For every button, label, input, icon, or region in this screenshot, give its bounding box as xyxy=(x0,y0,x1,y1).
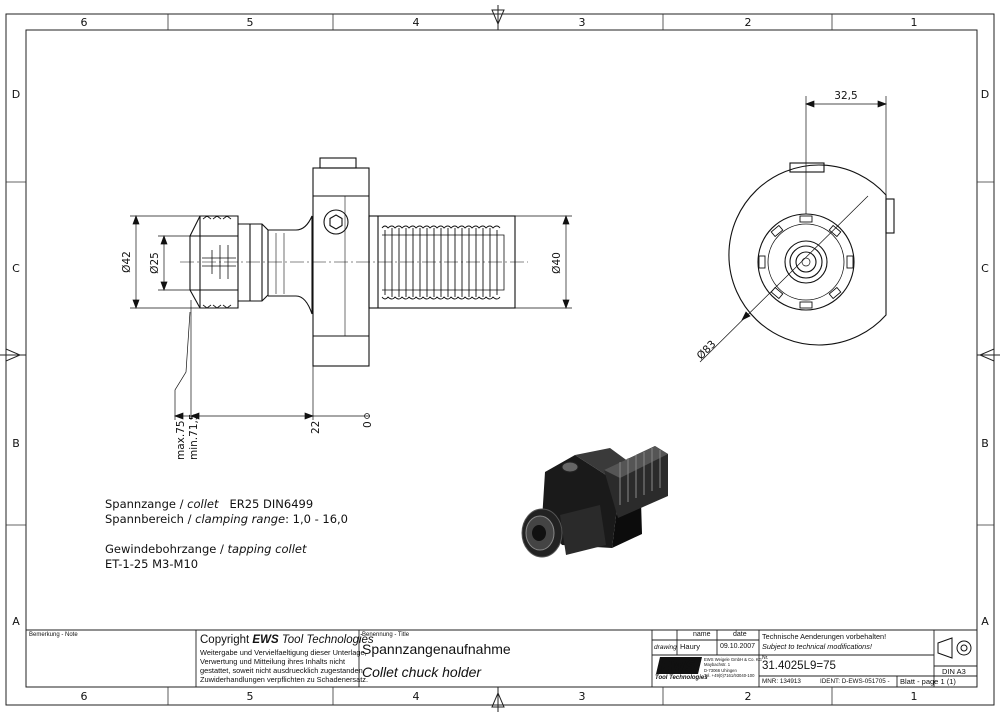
collet-ring xyxy=(784,240,828,284)
flange-circle xyxy=(728,164,887,346)
note-tapping-collet: Gewindebohrzange / tapping collet xyxy=(105,542,307,556)
copyright-text: Weitergabe und Vervielfaeltigung dieser … xyxy=(200,648,369,684)
dim-d42: Ø42 xyxy=(121,251,133,273)
projection-symbol xyxy=(937,637,972,659)
title-english: Collet chuck holder xyxy=(362,664,482,680)
note-tapping-size: ET-1-25 M3-M10 xyxy=(105,557,199,571)
dim-d25: Ø25 xyxy=(149,252,161,274)
zone-top-1: 1 xyxy=(911,16,918,29)
notes-block: Spannzange / collet ER25 DIN6499 Spannbe… xyxy=(105,497,348,572)
iso-view xyxy=(521,446,668,558)
flange-key xyxy=(319,157,357,169)
dim-d40: Ø40 xyxy=(551,252,563,274)
ews-logo: EWS xyxy=(656,657,702,675)
title-label: Benennung - Title xyxy=(362,632,410,638)
zone-right-d: D xyxy=(981,88,989,101)
zone-right-c: C xyxy=(981,262,989,275)
dim-32-5: 32,5 xyxy=(834,90,857,102)
zone-left-b: B xyxy=(12,437,20,450)
inner-frame xyxy=(25,29,978,688)
dim-d83: Ø83 xyxy=(695,338,719,362)
nr-label: Nr. xyxy=(762,655,769,661)
zone-bottom-6: 6 xyxy=(81,690,88,703)
zone-top-2: 2 xyxy=(745,16,752,29)
zone-bottom-4: 4 xyxy=(413,690,420,703)
dim-22: 22 xyxy=(310,421,322,434)
front-dimensions xyxy=(699,96,887,363)
dim-zero: 0 xyxy=(362,421,374,428)
title-german: Spannzangenaufnahme xyxy=(362,641,511,657)
paper-format: DIN A3 xyxy=(942,667,966,676)
svg-text:EWS: EWS xyxy=(660,659,695,675)
side-dimensions xyxy=(130,215,572,420)
collet-body xyxy=(238,223,269,302)
zone-right-a: A xyxy=(981,615,989,628)
zone-bottom-3: 3 xyxy=(579,690,586,703)
zone-bottom-5: 5 xyxy=(247,690,254,703)
zone-ticks xyxy=(6,14,994,705)
ident: IDENT: D-EWS-051705 - xyxy=(820,678,890,685)
sheet-number: Blatt - page 1 (1) xyxy=(900,677,956,686)
zone-right-b: B xyxy=(981,437,989,450)
zone-top-3: 3 xyxy=(579,16,586,29)
socket-screw xyxy=(323,209,349,235)
dim-min715: min.71,5 xyxy=(188,413,200,460)
note-clamping-range: Spannbereich / clamping range: 1,0 - 16,… xyxy=(105,512,348,526)
front-key-right xyxy=(885,198,895,234)
notice-german: Technische Aenderungen vorbehalten! xyxy=(762,632,887,641)
zone-left-d: D xyxy=(12,88,20,101)
zone-bottom-1: 1 xyxy=(911,690,918,703)
zone-bottom-2: 2 xyxy=(745,690,752,703)
outer-frame xyxy=(5,13,995,706)
part-number: 31.4025L9=75 xyxy=(762,660,836,672)
company-address: EWS Weigele GmbH & Co. KG Maybachstr. 1 … xyxy=(704,657,762,679)
title-block-grid xyxy=(26,629,977,687)
nut-outer xyxy=(757,213,855,311)
side-dimension-labels: Ø42 Ø25 Ø40 max.75 min.71,5 22 0 xyxy=(121,251,563,460)
row-drawing: drawing xyxy=(654,644,677,651)
zone-top-4: 4 xyxy=(413,16,420,29)
col-name: name xyxy=(693,631,711,638)
logo-subtitle: Tool Technologies xyxy=(655,675,708,681)
drawing-name: Haury xyxy=(680,642,701,651)
zone-top-6: 6 xyxy=(81,16,88,29)
serration xyxy=(381,225,501,300)
front-key-top xyxy=(789,162,825,173)
copyright-heading: Copyright EWS Tool Technologies xyxy=(200,634,374,646)
notice-english: Subject to technical modifications! xyxy=(762,642,872,651)
remark-label: Bemerkung - Note xyxy=(29,632,78,638)
vdi-shank xyxy=(368,215,516,309)
dim-max75: max.75 xyxy=(175,420,187,460)
note-collet: Spannzange / collet ER25 DIN6499 xyxy=(105,497,314,511)
col-date: date xyxy=(733,631,747,638)
centering-marks xyxy=(0,5,1000,712)
mnr: MNR: 134913 xyxy=(762,678,801,685)
holder-neck xyxy=(268,215,313,315)
front-view xyxy=(728,162,895,346)
drawing-date: 09.10.2007 xyxy=(720,643,756,650)
side-view xyxy=(180,157,528,367)
zone-left-c: C xyxy=(12,262,20,275)
zone-left-a: A xyxy=(12,615,20,628)
zone-labels: 6 5 4 3 2 1 6 5 4 3 2 1 D C B A D C B A xyxy=(12,16,989,703)
zone-top-5: 5 xyxy=(247,16,254,29)
